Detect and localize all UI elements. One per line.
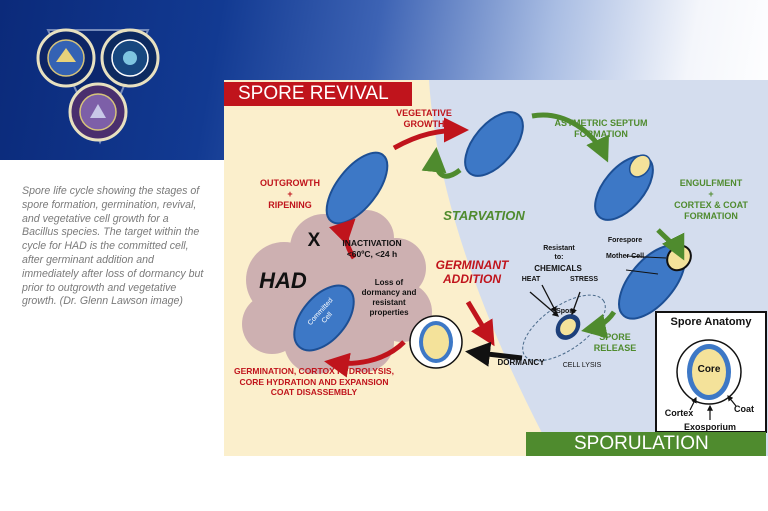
septum-arrow [531, 112, 609, 163]
had-label: HAD [259, 268, 307, 293]
x-mark: X [307, 230, 321, 251]
anatomy-cortex-label: Cortex [664, 408, 694, 418]
seal-bottom-icon [68, 82, 128, 142]
dormancy-label: DORMANCY [497, 358, 545, 367]
anatomy-coat-label: Coat [734, 404, 754, 414]
vegetative-cell [464, 111, 524, 177]
germination-arrow [324, 340, 406, 378]
dormancy-arrow [465, 341, 523, 367]
septum-forespore [628, 154, 652, 178]
heat-pointer [529, 291, 559, 317]
sporulation-title-bar: SPORULATION [526, 432, 766, 456]
vegetative-growth-arrow [392, 117, 469, 151]
released-spore-core [560, 318, 576, 336]
engulfment-label: ENGULFMENT + CORTEX & COAT FORMATION [674, 178, 748, 221]
starvation-arrow [421, 147, 462, 179]
outgrowth-label: OUTGROWTH + RIPENING [260, 178, 320, 210]
chemicals-label: CHEMICALS [534, 264, 582, 273]
seal-left-icon [36, 28, 96, 88]
stress-pointer [570, 291, 581, 316]
vegetative-growth-label: VEGETATIVE GROWTH [396, 108, 452, 129]
forespore-pointer [625, 255, 667, 259]
anatomy-title: Spore Anatomy [670, 316, 752, 328]
mother-cell-pointer [625, 269, 659, 275]
germination-label: GERMINATION, CORTOX HYDROLYSIS, CORE HYD… [234, 366, 394, 397]
resistant-to-label: Resistant to: [543, 245, 575, 261]
coat-pointer [727, 395, 737, 407]
chemicals-pointer [541, 284, 557, 314]
figure-caption: Spore life cycle showing the stages of s… [22, 185, 204, 308]
germinant-addition-label: GERMINANT ADDITION [435, 258, 509, 286]
germinating-spore-core [423, 325, 449, 359]
heat-label: HEAT [521, 276, 541, 283]
diagram-graphics [224, 80, 768, 456]
seal-right-icon [100, 28, 160, 88]
mother-cell-label: Mother Cell [605, 253, 645, 260]
sporulation-title: SPORULATION [574, 433, 709, 454]
asymmetric-septum-label: ASYMETRIC SEPTUM FORMATION [554, 118, 648, 139]
agency-seals [36, 28, 160, 145]
cell-lysis-label: CELL LYSIS [562, 362, 602, 369]
anatomy-core-label: Core [697, 364, 721, 375]
anatomy-exosporium-label: Exosporium [683, 422, 736, 432]
engulfment-arrow [656, 228, 685, 261]
stress-label: STRESS [569, 276, 598, 283]
revival-title-bar: SPORE REVIVAL [224, 82, 412, 106]
spore-release-arrow [581, 310, 617, 339]
germinant-arrow [465, 300, 495, 347]
forespore-label: Forespore [607, 237, 643, 244]
starvation-label: STARVATION [443, 208, 525, 223]
loss-of-dormancy-label: Loss of dormancy and resistant propertie… [361, 278, 417, 317]
revival-title: SPORE REVIVAL [238, 83, 389, 104]
cortex-pointer [689, 396, 697, 411]
anatomy-core [692, 349, 726, 395]
inactivation-label: INACTIVATION <60ºC, <24 h [342, 238, 402, 259]
spore-release-label: SPORE RELEASE [593, 332, 637, 353]
outgrowth-arrow [329, 218, 357, 260]
committed-cell [293, 284, 355, 352]
spore-label: Spore [556, 308, 576, 315]
spore-life-cycle-diagram: SPORE REVIVAL SPORULATION VEGETATIVE GRO… [224, 80, 768, 456]
